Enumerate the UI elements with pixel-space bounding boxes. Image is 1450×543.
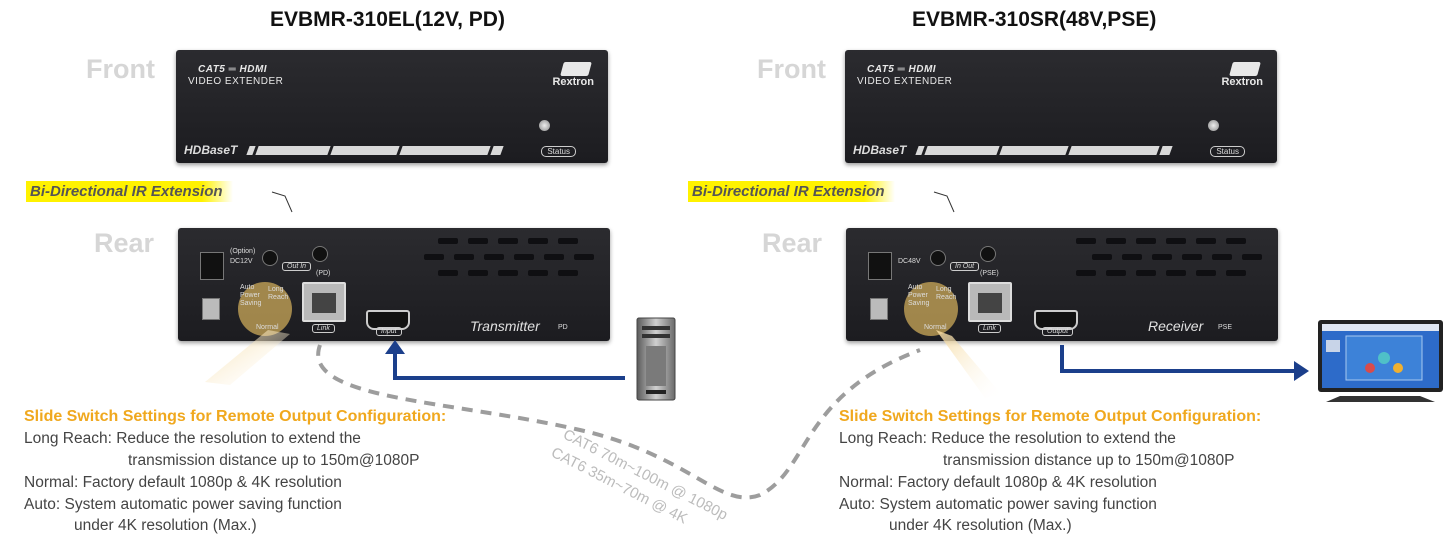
dc-label: DC48V [898, 258, 921, 265]
pc-tower-icon [636, 317, 676, 401]
ir-port-icon [312, 246, 328, 262]
receiver-title: EVBMR-310SR(48V,PSE) [912, 8, 1157, 31]
dc-power-jack [868, 252, 892, 280]
ir-leader-line-right [933, 191, 955, 213]
hdmi-output-arrow [1060, 345, 1296, 373]
settings-heading-right: Slide Switch Settings for Remote Output … [839, 408, 1262, 425]
link-label: Link [978, 324, 1001, 333]
settings-line-normal: Normal: Factory default 1080p & 4K resol… [24, 474, 342, 491]
switch-glow-right [936, 330, 1002, 398]
slide-switch-highlight [238, 282, 292, 336]
transmitter-title: EVBMR-310EL(12V, PD) [270, 8, 505, 31]
status-led-icon [1208, 120, 1219, 131]
ir-extension-label-left: Bi-Directional IR Extension [26, 181, 233, 202]
receiver-name: Receiver [1148, 318, 1204, 334]
dc-power-jack [200, 252, 224, 280]
settings-line-auto: Auto: System automatic power saving func… [24, 496, 342, 513]
ground-terminal-icon [870, 298, 888, 320]
left-front-label: Front [86, 54, 155, 84]
receiver-suffix: PSE [1218, 324, 1233, 331]
front-video-extender-text: VIDEO EXTENDER [188, 76, 284, 87]
receiver-rear-panel: DC48V In Out (PSE) Auto Power Saving Lon… [846, 228, 1278, 341]
right-front-label: Front [757, 54, 826, 84]
settings-line-normal: Normal: Factory default 1080p & 4K resol… [839, 474, 1157, 491]
front-cat5-hdmi-text: CAT5 ═ HDMI [867, 64, 937, 75]
hdmi-port [366, 310, 410, 330]
switch-long-label: Long Reach [268, 286, 289, 301]
pd-label: (PD) [316, 270, 331, 277]
right-rear-label: Rear [762, 228, 823, 258]
slide-switch-highlight [904, 282, 958, 336]
ir-out-in-label: Out In [282, 262, 312, 271]
hdmi-output-arrowhead [1294, 361, 1309, 381]
ir-port-icon [980, 246, 996, 262]
status-label: Status [1210, 146, 1245, 157]
ground-terminal-icon [202, 298, 220, 320]
hdmi-input-arrow [393, 350, 625, 380]
switch-normal-label: Normal [256, 324, 279, 331]
switch-auto-label: Auto Power Saving [908, 284, 930, 307]
ir-in-out-label: In Out [950, 262, 980, 271]
front-video-extender-text: VIDEO EXTENDER [857, 76, 953, 87]
hdbaset-logo: HDBaseT [184, 143, 238, 157]
hdmi-input-label: Input [376, 327, 402, 336]
ir-extension-label-right: Bi-Directional IR Extension [688, 181, 895, 202]
settings-line-auto-cont: under 4K resolution (Max.) [889, 517, 1072, 534]
switch-auto-label: Auto Power Saving [240, 284, 262, 307]
brand-name: Rextron [1221, 76, 1263, 88]
settings-line-auto-cont: under 4K resolution (Max.) [74, 517, 257, 534]
rj45-link-port [302, 282, 346, 322]
switch-glow-left [205, 330, 290, 385]
brand-name: Rextron [552, 76, 594, 88]
hdmi-port [1034, 310, 1078, 330]
transmitter-name: Transmitter [470, 318, 540, 334]
settings-heading-left: Slide Switch Settings for Remote Output … [24, 408, 447, 425]
ir-leader-line-left [271, 191, 293, 213]
hdmi-input-arrowhead [385, 340, 405, 354]
ir-port-icon [930, 250, 946, 266]
transmitter-front-panel: CAT5 ═ HDMI VIDEO EXTENDER Rextron HDBas… [176, 50, 608, 163]
settings-line-long-reach: Long Reach: Reduce the resolution to ext… [24, 430, 361, 447]
cat6-cable-dashed [316, 344, 921, 500]
front-cat5-hdmi-text: CAT5 ═ HDMI [198, 64, 268, 75]
transmitter-suffix: PD [558, 324, 568, 331]
switch-long-label: Long Reach [936, 286, 957, 301]
pse-label: (PSE) [980, 270, 999, 277]
status-led-icon [539, 120, 550, 131]
transmitter-rear-panel: (Option) DC12V Out In (PD) Auto Power Sa… [178, 228, 610, 341]
settings-line-long-reach: Long Reach: Reduce the resolution to ext… [839, 430, 1176, 447]
status-label: Status [541, 146, 576, 157]
link-label: Link [312, 324, 335, 333]
dc-label: DC12V [230, 258, 253, 265]
left-rear-label: Rear [94, 228, 155, 258]
option-label: (Option) [230, 248, 256, 255]
receiver-front-panel: CAT5 ═ HDMI VIDEO EXTENDER Rextron HDBas… [845, 50, 1277, 163]
hdbaset-logo: HDBaseT [853, 143, 907, 157]
rj45-link-port [968, 282, 1012, 322]
tv-monitor-icon [1318, 320, 1443, 402]
settings-line-long-reach-cont: transmission distance up to 150m@1080P [128, 452, 420, 469]
switch-normal-label: Normal [924, 324, 947, 331]
settings-line-auto: Auto: System automatic power saving func… [839, 496, 1157, 513]
settings-line-long-reach-cont: transmission distance up to 150m@1080P [943, 452, 1235, 469]
hdmi-output-label: Output [1042, 327, 1074, 336]
ir-port-icon [262, 250, 278, 266]
